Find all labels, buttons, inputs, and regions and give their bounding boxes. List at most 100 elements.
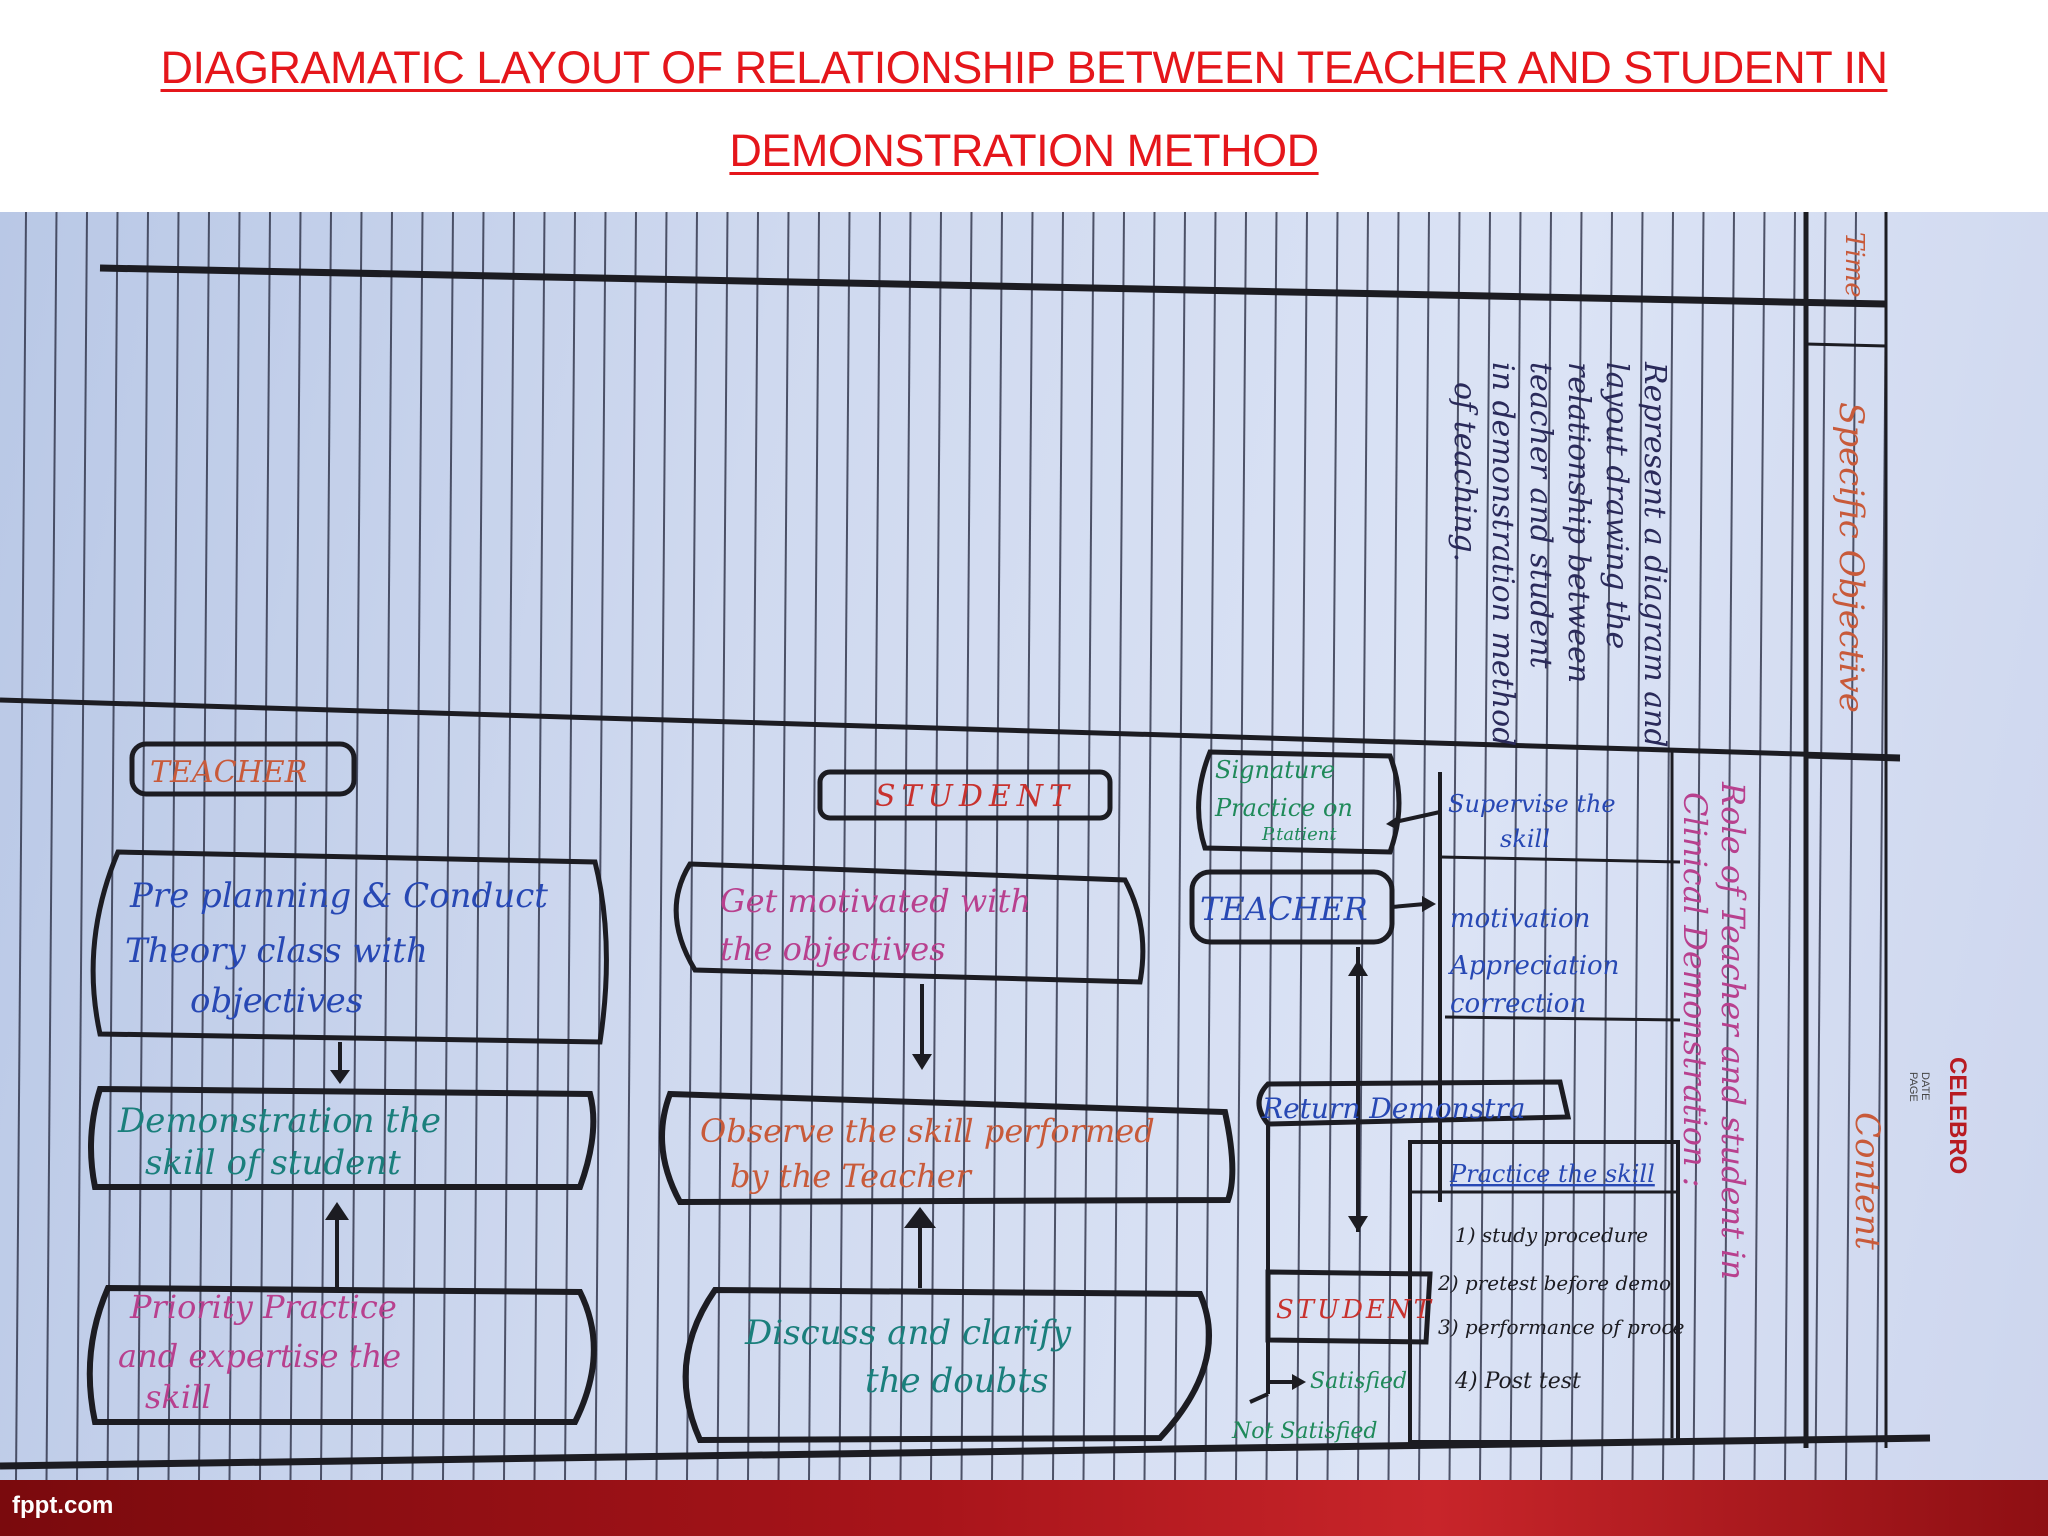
ruling-line <box>381 212 393 1480</box>
ruling-line <box>1143 212 1156 1480</box>
student-box-1-line-2: the objectives <box>720 930 946 968</box>
ruling-line <box>1753 212 1766 1480</box>
ruling-line <box>1570 212 1583 1480</box>
student-box-3-line-2: the doubts <box>865 1361 1049 1401</box>
flow-column: Signature Practice on P.tatient TEACHER … <box>1189 749 1685 1444</box>
ruling-line <box>76 212 88 1480</box>
arrow-down-2 <box>912 1054 932 1070</box>
ruling-line <box>442 212 454 1480</box>
ruling-line <box>747 212 759 1480</box>
header-content-label: Content <box>1847 1112 1887 1250</box>
signature-line-1: Signature <box>1215 756 1335 784</box>
arrow-down-flow <box>1348 1216 1368 1232</box>
teacher-box-3 <box>86 1284 597 1425</box>
practice-title: Practice the skill <box>1449 1160 1655 1188</box>
ruling-line <box>838 212 851 1480</box>
brand-page-label: PAGE <box>1907 1072 1919 1102</box>
teacher-box-2-line-2: skill of student <box>145 1143 401 1183</box>
ruling-line <box>503 212 515 1480</box>
ruling-line <box>289 212 302 1480</box>
ruling-line <box>350 212 363 1480</box>
ruling-line <box>564 212 576 1480</box>
header-time-label: Time <box>1839 232 1869 298</box>
student-column: STUDENT Get motivated with the objective… <box>659 769 1236 1444</box>
flow-student-box <box>1265 1269 1433 1345</box>
signature-line-3: P.tatient <box>1261 824 1337 845</box>
teacher-box-1-line-1: Pre planning & Conduct <box>129 876 548 916</box>
header-specific-objective-label: Specific Objective <box>1831 402 1871 713</box>
ruling-line <box>1235 212 1247 1480</box>
ruling-line <box>1448 212 1461 1480</box>
signature-line-2: Practice on <box>1214 794 1353 822</box>
ruling-line <box>1113 212 1125 1480</box>
notebook-photo: Time Specific Objective Content CELEBRO … <box>0 212 2048 1480</box>
ruling-line <box>106 212 119 1480</box>
content-line-2: Clinical Demonstration : <box>1676 792 1714 1188</box>
ruling-line <box>1021 212 1034 1480</box>
arrow-left-supervise <box>1386 816 1398 830</box>
student-heading: STUDENT <box>875 779 1075 814</box>
supervise-line-1: Supervise the <box>1448 790 1616 818</box>
ruling-line <box>1540 212 1552 1480</box>
satisfied-label: Satisfied <box>1310 1369 1407 1394</box>
student-heading-box <box>817 769 1113 821</box>
teacher-box-3-line-2: and expertise the <box>118 1337 401 1375</box>
supervise-line-2: skill <box>1500 825 1550 853</box>
ruling-line <box>1692 212 1705 1480</box>
ruling-line <box>930 212 942 1480</box>
ruling-line <box>1326 212 1339 1480</box>
ruling-line <box>899 212 912 1480</box>
ruling-line <box>1601 212 1613 1480</box>
ruling-line <box>960 212 973 1480</box>
return-demo-box <box>1256 1079 1572 1127</box>
flow-student-label: STUDENT <box>1276 1295 1434 1325</box>
ruling-line <box>228 212 241 1480</box>
slide-title-line-2: DEMONSTRATION METHOD <box>729 125 1319 176</box>
teacher-box-1 <box>90 849 609 1045</box>
objective-paragraph: Represent a diagram and layout drawing t… <box>1447 361 1672 748</box>
ruling-line <box>1845 212 1857 1480</box>
teacher-box-1-line-3: objectives <box>190 981 363 1021</box>
ruling-line <box>991 212 1003 1480</box>
teacher-box-3-line-1: Priority Practice <box>129 1288 397 1326</box>
not-satisfied-label: Not Satisfied <box>1231 1419 1377 1444</box>
slide-title-line-1: DIAGRAMATIC LAYOUT OF RELATIONSHIP BETWE… <box>160 42 1888 93</box>
student-box-1 <box>673 861 1146 985</box>
ruling-line <box>472 212 485 1480</box>
ruling-line <box>625 212 637 1480</box>
footer-brand: fppt.com <box>12 1492 114 1519</box>
ruling-line <box>15 212 27 1480</box>
ruling-line <box>137 212 149 1480</box>
ruling-line <box>1814 212 1827 1480</box>
teacher-heading: TEACHER <box>150 755 307 790</box>
student-box-2-line-1: Observe the skill performed <box>700 1112 1155 1150</box>
ruling-line <box>1418 212 1430 1480</box>
objective-line-2: layout drawing the <box>1599 362 1634 649</box>
ruling-line <box>1082 212 1095 1480</box>
teacher-box-3-line-3: skill <box>145 1378 212 1416</box>
ruling-line <box>1723 212 1735 1480</box>
arrow-right-satisfied <box>1292 1374 1306 1390</box>
ruling-line <box>1662 212 1674 1480</box>
ruling-line <box>1631 212 1644 1480</box>
ruling-line <box>259 212 271 1480</box>
practice-box <box>1408 1140 1680 1444</box>
ruling-line <box>1357 212 1369 1480</box>
content-line-1: Role of Teacher and student in <box>1714 781 1752 1280</box>
arrow-up-2 <box>904 1207 936 1228</box>
ruling-line <box>594 212 607 1480</box>
objective-line-5: in demonstration method <box>1485 362 1520 746</box>
ruling-line <box>198 212 210 1480</box>
title-area: DIAGRAMATIC LAYOUT OF RELATIONSHIP BETWE… <box>0 0 2048 212</box>
ruling-line <box>716 212 729 1480</box>
teacher-role-2: Appreciation <box>1448 951 1619 981</box>
brand-date-label: DATE <box>1919 1072 1931 1101</box>
practice-step-1: 1) study procedure <box>1455 1223 1648 1247</box>
teacher-box-2 <box>88 1085 597 1190</box>
student-box-1-line-1: Get motivated with <box>720 882 1031 920</box>
objective-line-3: relationship between <box>1561 362 1596 683</box>
notebook-ruling <box>15 212 1888 1480</box>
objective-line-4: teacher and student <box>1523 362 1558 669</box>
student-box-3 <box>682 1286 1212 1444</box>
student-box-2 <box>659 1090 1236 1206</box>
